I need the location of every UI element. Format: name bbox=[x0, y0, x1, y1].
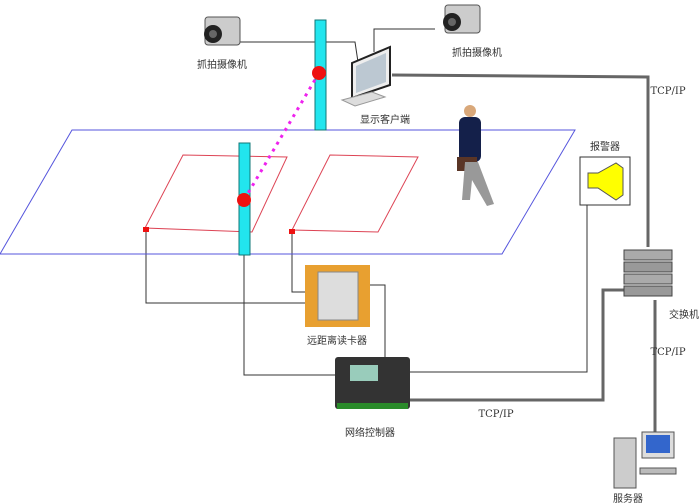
camera-left-label: 抓拍摄像机 bbox=[197, 60, 247, 71]
card-reader-label: 远距离读卡器 bbox=[307, 336, 367, 347]
controller-label: 网络控制器 bbox=[345, 428, 395, 439]
camera-right-label: 抓拍摄像机 bbox=[452, 48, 502, 59]
network-switch-icon bbox=[623, 249, 673, 297]
alarm-label: 报警器 bbox=[590, 142, 620, 153]
tcpip-top-label: TCP/IP bbox=[650, 86, 686, 97]
infrared-beam bbox=[242, 72, 321, 201]
card-reader-icon bbox=[305, 265, 370, 327]
server-label: 服务器 bbox=[613, 494, 643, 504]
monitor-icon bbox=[340, 45, 391, 107]
network-controller-icon bbox=[335, 357, 410, 409]
switch-label: 交换机 bbox=[669, 310, 699, 321]
beam-emitter bbox=[312, 66, 326, 80]
network-cables bbox=[391, 73, 657, 432]
tcpip-right-label: TCP/IP bbox=[650, 347, 686, 358]
beam-receiver bbox=[237, 193, 251, 207]
sensor-right bbox=[289, 229, 295, 234]
server-icon bbox=[613, 431, 677, 489]
camera-left-icon bbox=[204, 16, 241, 46]
detection-zone-right bbox=[291, 154, 419, 233]
sensor-left bbox=[143, 227, 149, 232]
tcpip-bottom-label: TCP/IP bbox=[478, 409, 514, 420]
alarm-speaker-icon bbox=[579, 156, 631, 206]
detection-zone-left bbox=[144, 154, 288, 233]
camera-right-icon bbox=[443, 4, 481, 34]
display-client-label: 显示客户端 bbox=[360, 115, 410, 126]
ground-plane bbox=[0, 129, 576, 255]
person-icon bbox=[457, 105, 494, 206]
